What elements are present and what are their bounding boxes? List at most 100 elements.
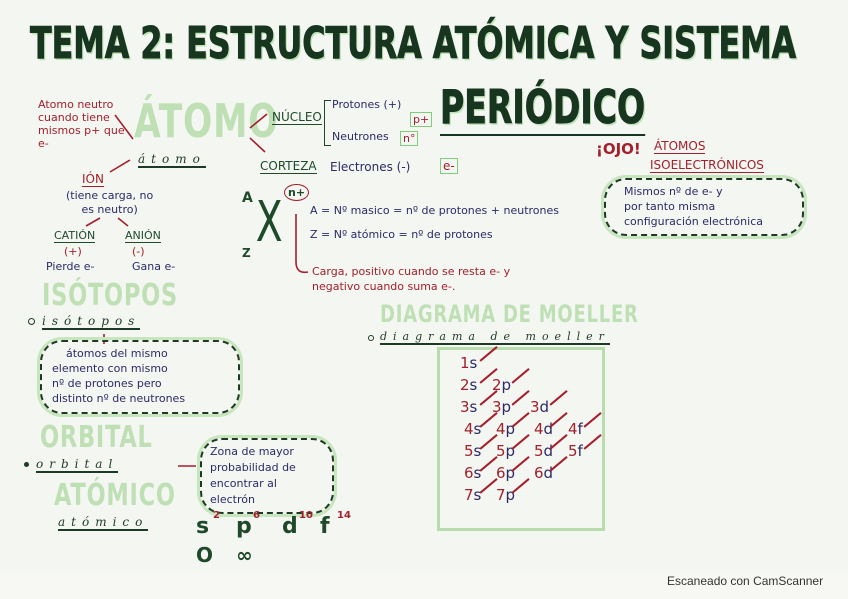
paper-sheet: TEMA 2: ESTRUCTURA ATÓMICA Y SISTEMA PER… [24,17,804,567]
orbital-5p: 5p [496,442,516,460]
orbital-max-electrons: 14 [337,510,351,521]
electrones-label: Electrones (-) [330,160,411,174]
orbital-type-p: p [236,514,252,539]
orbital-3p: 3p [492,398,512,416]
shell-number: 6 [496,464,506,482]
text-line: distinto nº de neutrones [52,392,186,405]
arrow-anion [117,217,129,227]
bullet [24,462,29,467]
orbital-shape-p: ∞ [236,543,253,567]
moeller-diagonal-arrow [549,390,568,406]
title-line-1: TEMA 2: ESTRUCTURA ATÓMICA Y SISTEMA [30,18,797,70]
isotopos-cloud [40,340,240,414]
cation-sign: (+) [64,245,82,258]
moeller-diagonal-arrow [479,456,498,472]
neutral-atom-note: Atomo neutro cuando tiene mismos p+ que … [38,98,125,150]
orbital-1s: 1s [460,354,478,372]
mass-number-symbol: A [242,190,253,206]
orbital-cloud [200,438,334,514]
atomic-number-def: Z = Nº atómico = nº de protones [310,228,493,241]
isotopos-heading-bg: ISÓTOPOS [42,278,179,313]
orbital-4f: 4f [568,420,583,438]
shell-number: 3 [492,398,502,416]
text-line: configuración electrónica [624,215,763,228]
nucleo-brace [324,100,331,146]
moeller-diagonal-arrow [479,478,498,494]
orbital-max-electrons: 6 [253,510,260,521]
electrones-symbol: e- [440,158,458,174]
note-line: cuando tiene [38,111,110,124]
moeller-heading-bg: DIAGRAMA DE MOELLER [380,300,639,328]
arrow-nucleo [249,113,268,129]
orbital-3d: 3d [530,398,550,416]
orbital-shape-s: O [196,543,214,567]
orbital-heading-bg-2: ATÓMICO [54,478,176,513]
iso-heading-1: ÁTOMOS [654,139,706,154]
neutrones-symbol: n° [400,131,419,146]
atomo-heading: átomo [138,152,206,168]
iso-heading-2: ISOELECTRÓNICOS [650,158,764,173]
bullet [368,335,374,341]
shell-number: 3 [460,398,470,416]
anion-sign: (-) [132,245,145,258]
anion-label: ANIÓN [125,229,161,243]
shell-number: 6 [464,464,474,482]
orbital-text: Zona de mayor probabilidad de encontrar … [210,444,296,508]
charge-note: Carga, positivo cuando se resta e- y neg… [312,264,510,294]
shell-number: 7 [496,486,506,504]
shell-number: 2 [460,376,470,394]
shell-number: 5 [534,442,544,460]
orbital-2p: 2p [492,376,512,394]
shell-number: 4 [496,420,506,438]
moeller-diagonal-arrow [479,434,498,450]
arrow-neutral [114,114,134,140]
orbital-heading-2: atómico [58,515,149,531]
arrow-corteza [249,137,266,153]
shell-number: 4 [464,420,474,438]
isoelectronicos-cloud [604,178,804,236]
orbital-max-electrons: 2 [213,510,220,521]
atomo-heading-bg: ÁTOMO [134,94,279,148]
orbital-heading-bg-1: ORBITAL [40,420,153,455]
warning-label: ¡OJO! [596,140,641,158]
orbital-6p: 6p [496,464,516,482]
note-line: es neutro) [81,203,138,216]
shell-number: 5 [464,442,474,460]
element-symbol: X [255,190,283,255]
note-line: negativo cuando suma e-. [312,280,456,293]
moeller-diagonal-arrow [583,434,602,450]
note-line: (tiene carga, no [66,189,154,202]
bullet [28,318,35,325]
ion-note: (tiene carga, no es neutro) [66,189,153,217]
orbital-7s: 7s [464,486,482,504]
orbital-max-electrons: 10 [299,510,313,521]
charge-symbol: n+ [284,184,310,201]
ion-label: IÓN [82,172,104,187]
orbital-2s: 2s [460,376,478,394]
orbital-type-f: f [320,514,330,539]
shell-number: 5 [496,442,506,460]
protones-label: Protones (+) [332,98,402,111]
shell-number: 5 [568,442,578,460]
anion-desc: Gana e- [132,260,176,273]
moeller-diagonal-arrow [479,346,498,362]
orbital-4s: 4s [464,420,482,438]
text-line: Zona de mayor [210,445,294,458]
arrow-cation [85,217,101,227]
note-line: mismos p+ que [38,124,125,137]
arrow-charge [295,214,309,274]
orbital-5d: 5d [534,442,554,460]
isotopos-text: átomos del mismo elemento con mismo nº d… [52,346,185,406]
shell-number: 4 [568,420,578,438]
mass-number-def: A = Nº masico = nº de protones + neutron… [310,204,559,217]
moeller-diagonal-arrow [511,368,530,384]
protones-symbol: p+ [410,112,433,127]
orbital-5s: 5s [464,442,482,460]
text-line: elemento con mismo [52,362,168,375]
arrow-ion [109,159,131,173]
orbital-4p: 4p [496,420,516,438]
corteza-label: CORTEZA [260,159,317,174]
shell-number: 4 [534,420,544,438]
